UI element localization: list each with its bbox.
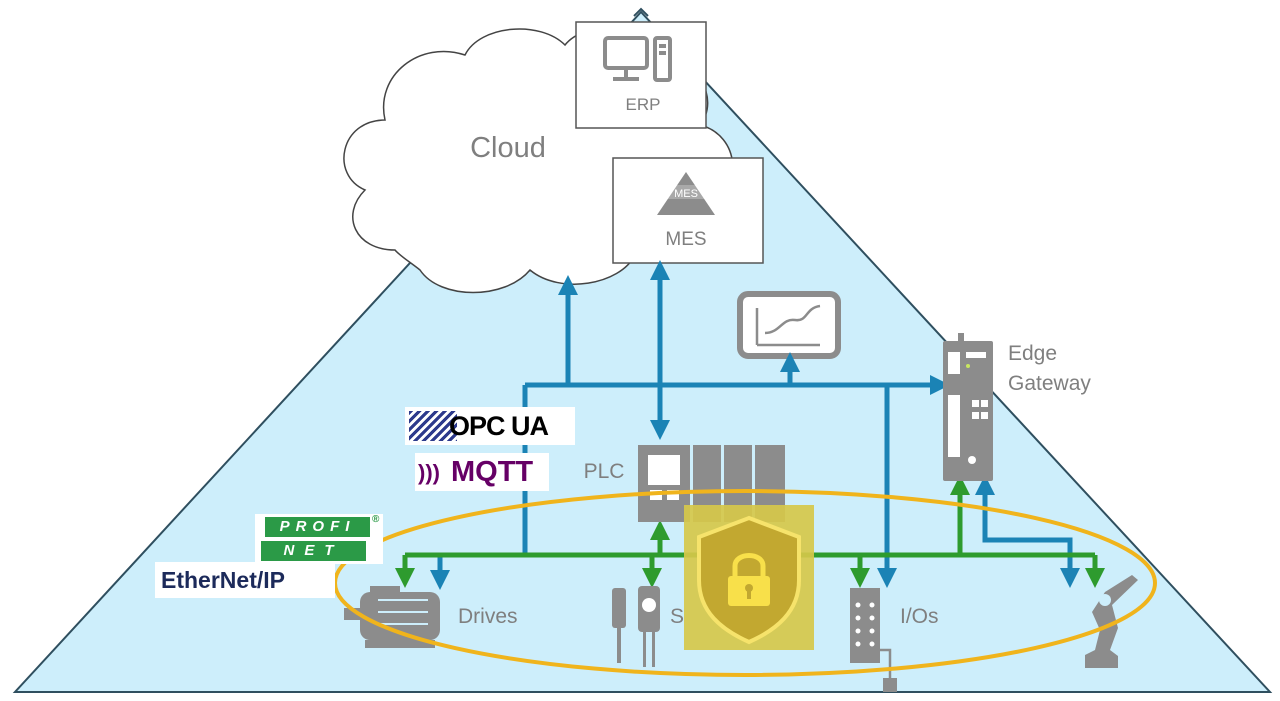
drive-motor-icon[interactable] [344, 586, 440, 648]
io-module-icon[interactable] [850, 588, 897, 692]
mes-icon-label: MES [674, 188, 698, 200]
ios-label: I/Os [900, 605, 939, 628]
mqtt-signal-icon: ))) [418, 460, 440, 485]
mes-pyramid-icon [657, 172, 715, 215]
opcua-badge: OPC UA [405, 407, 575, 445]
opcua-dots-icon [409, 411, 457, 441]
sensors-label: S [670, 605, 684, 628]
computer-icon [603, 36, 672, 82]
analytics-chart-icon [737, 291, 841, 359]
edge-gateway-label-line1: Edge [1008, 342, 1057, 365]
cloud-label: Cloud [470, 132, 546, 164]
drives-label: Drives [458, 605, 518, 628]
security-zone-ring [333, 489, 1157, 677]
mes-label: MES [665, 229, 706, 250]
edge-gateway-label-line2: Gateway [1008, 372, 1091, 395]
profinet-top-text: PROFI [265, 517, 370, 537]
robot-arm-icon[interactable] [1085, 575, 1138, 668]
security-shield-tile[interactable] [684, 505, 814, 650]
ethernetip-badge: EtherNet/IP [155, 562, 335, 598]
mqtt-badge: ))) MQTT [415, 453, 549, 491]
erp-label: ERP [626, 95, 661, 114]
padlock-icon [728, 553, 770, 606]
profinet-badge: PROFI ® NET [255, 514, 383, 564]
profinet-registered-mark: ® [372, 514, 380, 525]
pyramid-apex-caret [633, 7, 649, 17]
mqtt-text: MQTT [451, 456, 534, 488]
mes-system[interactable]: MES MES [612, 157, 764, 264]
profinet-bottom-text: NET [261, 541, 366, 561]
opcua-text: OPC UA [449, 411, 549, 441]
erp-system[interactable]: ERP [575, 21, 707, 129]
plc-label: PLC [584, 460, 625, 483]
ethernetip-text: EtherNet/IP [161, 567, 285, 593]
sensor-icon[interactable] [612, 586, 660, 667]
edge-gateway-device[interactable] [943, 333, 993, 481]
